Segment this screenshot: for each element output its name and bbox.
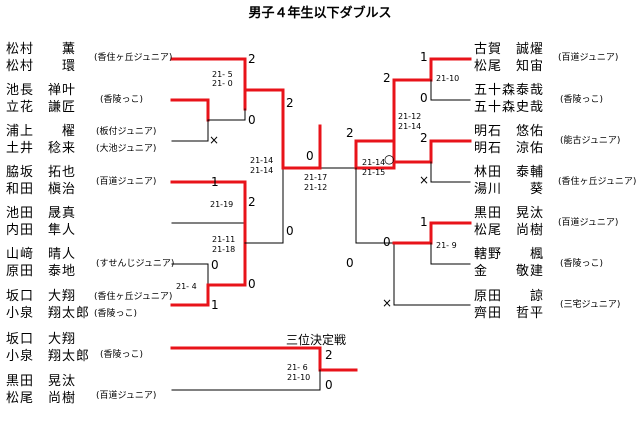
left-pair-4-player-2: 和田 槇治 — [6, 182, 77, 197]
third-pair-1-club: (香陵っこ) — [100, 350, 144, 360]
right-pair-1-club: (百道ジュニア) — [558, 53, 619, 63]
left-pair-3-player-2: 土井 稔来 — [6, 141, 77, 156]
left-pair-7-player-1: 坂口 大翔 — [6, 289, 77, 304]
left-pair-7-club-1: (香住ヶ丘ジュニア) — [94, 292, 173, 302]
cross-mark: × — [382, 296, 393, 310]
right-pair-2-player-1: 五十森泰哉 — [474, 83, 545, 98]
result-r-r2a: 2 — [420, 131, 428, 145]
third-place-title: 三位決定戦 — [286, 333, 347, 347]
score-l-m4-1: 21-11 — [212, 235, 236, 244]
right-pair-3-club: (能古ジュニア) — [560, 136, 621, 146]
score-l-m3-1: 21- 4 — [176, 282, 197, 291]
result-l-r2b: 0 — [286, 224, 294, 238]
result-l-sf-bot: 0 — [248, 277, 256, 291]
right-pair-4-player-1: 林田 泰輔 — [474, 165, 545, 180]
cross-mark: × — [419, 173, 430, 187]
right-pair-7-player-2: 齊田 哲平 — [474, 306, 545, 321]
right-pair-5-club: (百道ジュニア) — [558, 218, 619, 228]
left-pair-6-player-1: 山﨑 晴人 — [6, 247, 77, 262]
left-pair-6-club: (すせんじジュニア) — [96, 259, 175, 269]
score-r-m2-2: 21-14 — [398, 122, 422, 131]
right-pair-6-club: (香陵っこ) — [560, 259, 604, 269]
left-pair-2-club: (香陵っこ) — [100, 95, 144, 105]
result-final-right: 2 — [346, 126, 354, 140]
right-pair-4-player-2: 湯川 葵 — [474, 182, 545, 197]
third-pair-2-club: (百道ジュニア) — [96, 391, 157, 401]
result-l-r1d: 2 — [248, 195, 256, 209]
score-final-1: 21-17 — [304, 173, 328, 182]
left-pair-1-club: (香住ヶ丘ジュニア) — [94, 53, 173, 63]
left-pair-7-player-2: 小泉 翔太郎 — [6, 306, 91, 321]
result-r-r1b: 0 — [420, 91, 428, 105]
result-final-left: 0 — [306, 149, 314, 163]
score-l-m1-2: 21- 0 — [212, 79, 233, 88]
cross-mark: × — [209, 133, 220, 147]
result-l-r1f: 1 — [211, 298, 219, 312]
left-pair-4-player-1: 脇坂 拓也 — [6, 165, 77, 180]
result-r-r1c: 1 — [420, 215, 428, 229]
score-l-m4-2: 21-18 — [212, 245, 236, 254]
left-pair-3-club-2: (大池ジュニア) — [96, 144, 157, 154]
left-pair-4-club: (百道ジュニア) — [96, 177, 157, 187]
score-l-sf-1: 21-14 — [250, 156, 274, 165]
left-pair-1-player-1: 松村 薫 — [6, 42, 77, 57]
result-l-r2a: 2 — [286, 96, 294, 110]
score-r-m1-1: 21-10 — [436, 74, 460, 83]
third-pair-2-player-1: 黒田 晃汰 — [6, 374, 77, 389]
left-pair-3-club-1: (板付ジュニア) — [96, 127, 157, 137]
left-pair-2-player-1: 池長 禅叶 — [6, 83, 77, 98]
score-r-m3-1: 21- 9 — [436, 241, 457, 250]
right-pair-3-player-2: 明石 涼佑 — [474, 141, 545, 156]
right-pair-5-player-1: 黒田 晃汰 — [474, 206, 545, 221]
right-pair-3-player-1: 明石 悠佑 — [474, 124, 545, 139]
third-pair-1-player-1: 坂口 大翔 — [6, 332, 77, 347]
result-r-sf-top: 2 — [383, 71, 391, 85]
result-third-bot: 0 — [325, 378, 333, 392]
result-l-r1e: 0 — [211, 258, 219, 272]
right-pair-1-player-1: 古賀 誠燿 — [474, 42, 545, 57]
right-pair-7-player-1: 原田 諒 — [474, 289, 545, 304]
score-l-m2-1: 21-19 — [210, 200, 234, 209]
result-l-r1a: 2 — [248, 52, 256, 66]
left-pair-1-player-2: 松村 環 — [6, 59, 77, 74]
result-r-r1d: 0 — [383, 235, 391, 249]
left-pair-7-club-2: (香陵っこ) — [94, 309, 138, 319]
left-pair-5-player-1: 池田 晟真 — [6, 206, 77, 221]
third-pair-1-player-2: 小泉 翔太郎 — [6, 349, 91, 364]
score-r-sf-2: 21-15 — [362, 168, 386, 177]
score-third-1: 21- 6 — [287, 363, 308, 372]
circle-mark: ○ — [384, 152, 395, 166]
score-r-m2-1: 21-12 — [398, 112, 422, 121]
score-l-m1-1: 21- 5 — [212, 70, 233, 79]
right-pair-5-player-2: 松尾 尚樹 — [474, 223, 545, 238]
left-pair-5-player-2: 内田 隼人 — [6, 223, 77, 238]
left-pair-3-player-1: 浦上 櫂 — [6, 124, 77, 139]
right-pair-6-player-2: 金 敬建 — [474, 264, 545, 279]
right-pair-6-player-1: 轄野 楓 — [474, 247, 545, 262]
result-r-r1a: 1 — [420, 50, 428, 64]
result-r-sf-bot: 0 — [346, 256, 354, 270]
score-final-2: 21-12 — [304, 183, 328, 192]
left-pair-6-player-2: 原田 泰地 — [6, 264, 77, 279]
result-l-r1b: 0 — [248, 113, 256, 127]
right-pair-7-club: (三宅ジュニア) — [560, 300, 621, 310]
result-third-top: 2 — [325, 348, 333, 362]
third-pair-2-player-2: 松尾 尚樹 — [6, 391, 77, 406]
right-pair-1-player-2: 松尾 知宙 — [474, 59, 545, 74]
right-pair-2-player-2: 五十森史哉 — [474, 100, 545, 115]
score-third-2: 21-10 — [287, 373, 311, 382]
score-r-sf-1: 21-14 — [362, 158, 386, 167]
score-l-sf-2: 21-14 — [250, 166, 274, 175]
result-l-r1c: 1 — [211, 175, 219, 189]
right-pair-4-club: (香住ヶ丘ジュニア) — [558, 177, 637, 187]
right-pair-2-club: (香陵っこ) — [560, 95, 604, 105]
page-title: 男子４年生以下ダブルス — [248, 6, 392, 21]
left-pair-2-player-2: 立花 謙匠 — [6, 100, 77, 115]
